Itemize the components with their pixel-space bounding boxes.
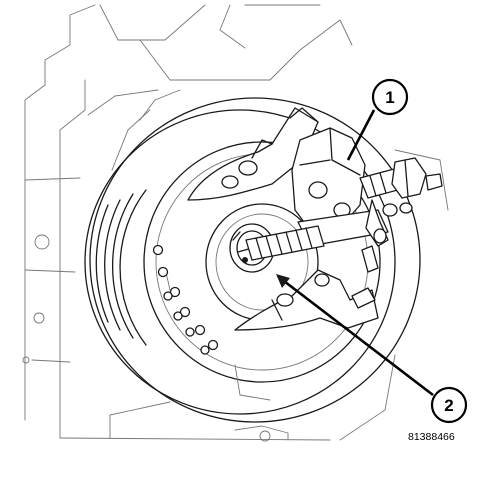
leader-line-2 [279, 276, 434, 397]
crankshaft-damper [84, 89, 421, 423]
figure-number: 81388466 [408, 431, 455, 443]
callout-2: 2 [430, 386, 468, 424]
leader-line-1 [346, 109, 376, 161]
callout-1: 1 [371, 78, 409, 116]
callout-2-label: 2 [444, 396, 453, 415]
timing-holes [152, 244, 219, 355]
puller-tool [187, 107, 443, 331]
engine-housing [22, 4, 449, 442]
leader-lines [276, 109, 434, 397]
callout-1-label: 1 [385, 88, 394, 107]
